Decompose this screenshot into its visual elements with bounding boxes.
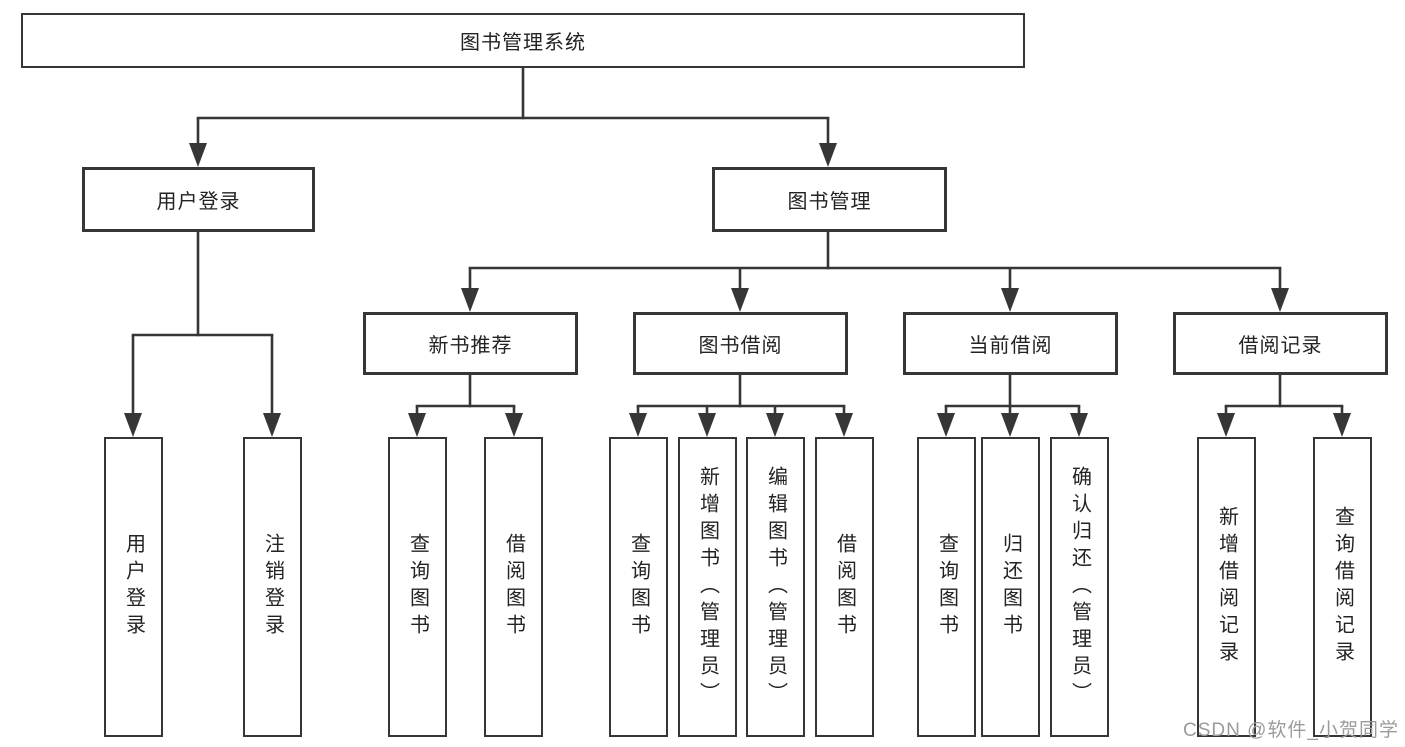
- node-label: 图书借阅: [698, 335, 783, 357]
- node-label: 图书管理: [787, 191, 872, 213]
- leaf-edit-book-admin: 编辑图书（管理员）: [746, 437, 805, 737]
- node-book-borrowing: 图书借阅: [633, 312, 848, 375]
- leaf-return-book: 归还图书: [981, 437, 1040, 737]
- leaf-add-borrow-record: 新增借阅记录: [1197, 437, 1256, 737]
- node-label: 查询图书: [935, 533, 958, 641]
- node-label: 查询借阅记录: [1331, 506, 1354, 668]
- leaf-add-book-admin: 新增图书（管理员）: [678, 437, 737, 737]
- node-label: 图书管理系统: [460, 32, 586, 54]
- node-label: 新增借阅记录: [1215, 506, 1238, 668]
- node-library-management-system: 图书管理系统: [21, 13, 1025, 68]
- node-borrow-records: 借阅记录: [1173, 312, 1388, 375]
- node-book-management: 图书管理: [712, 167, 947, 232]
- node-label: 用户登录: [122, 533, 145, 641]
- node-label: 新增图书（管理员）: [696, 465, 719, 709]
- node-label: 借阅记录: [1238, 335, 1323, 357]
- leaf-user-login: 用户登录: [104, 437, 163, 737]
- leaf-borrow-book: 借阅图书: [815, 437, 874, 737]
- node-label: 确认归还（管理员）: [1068, 465, 1091, 709]
- node-label: 查询图书: [406, 533, 429, 641]
- leaf-query-book-current: 查询图书: [917, 437, 976, 737]
- node-label: 当前借阅: [968, 335, 1053, 357]
- node-new-book-recommend: 新书推荐: [363, 312, 578, 375]
- leaf-query-book-recommend: 查询图书: [388, 437, 447, 737]
- node-label: 归还图书: [999, 533, 1022, 641]
- node-label: 新书推荐: [428, 335, 513, 357]
- node-label: 借阅图书: [502, 533, 525, 641]
- node-user-login: 用户登录: [82, 167, 315, 232]
- node-label: 用户登录: [156, 191, 241, 213]
- node-label: 编辑图书（管理员）: [764, 465, 787, 709]
- leaf-confirm-return-admin: 确认归还（管理员）: [1050, 437, 1109, 737]
- node-current-borrowing: 当前借阅: [903, 312, 1118, 375]
- leaf-borrow-book-recommend: 借阅图书: [484, 437, 543, 737]
- leaf-query-borrow-record: 查询借阅记录: [1313, 437, 1372, 737]
- csdn-watermark: CSDN @软件_小贺同学: [1183, 720, 1399, 741]
- node-label: 借阅图书: [833, 533, 856, 641]
- node-label: 查询图书: [627, 533, 650, 641]
- leaf-logout-login: 注销登录: [243, 437, 302, 737]
- leaf-query-book-borrowing: 查询图书: [609, 437, 668, 737]
- node-label: 注销登录: [261, 533, 284, 641]
